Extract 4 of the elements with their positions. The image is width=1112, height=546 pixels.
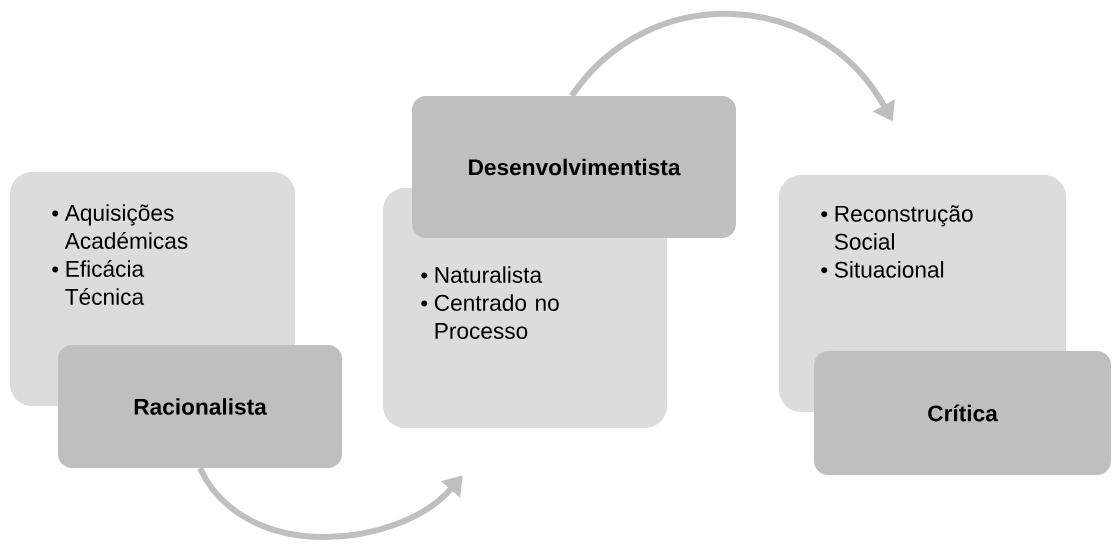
title-box: Desenvolvimentista [412, 96, 736, 238]
curved-arrow [197, 466, 463, 540]
title-box: Racionalista [58, 345, 342, 468]
title-box: Crítica [814, 351, 1111, 475]
